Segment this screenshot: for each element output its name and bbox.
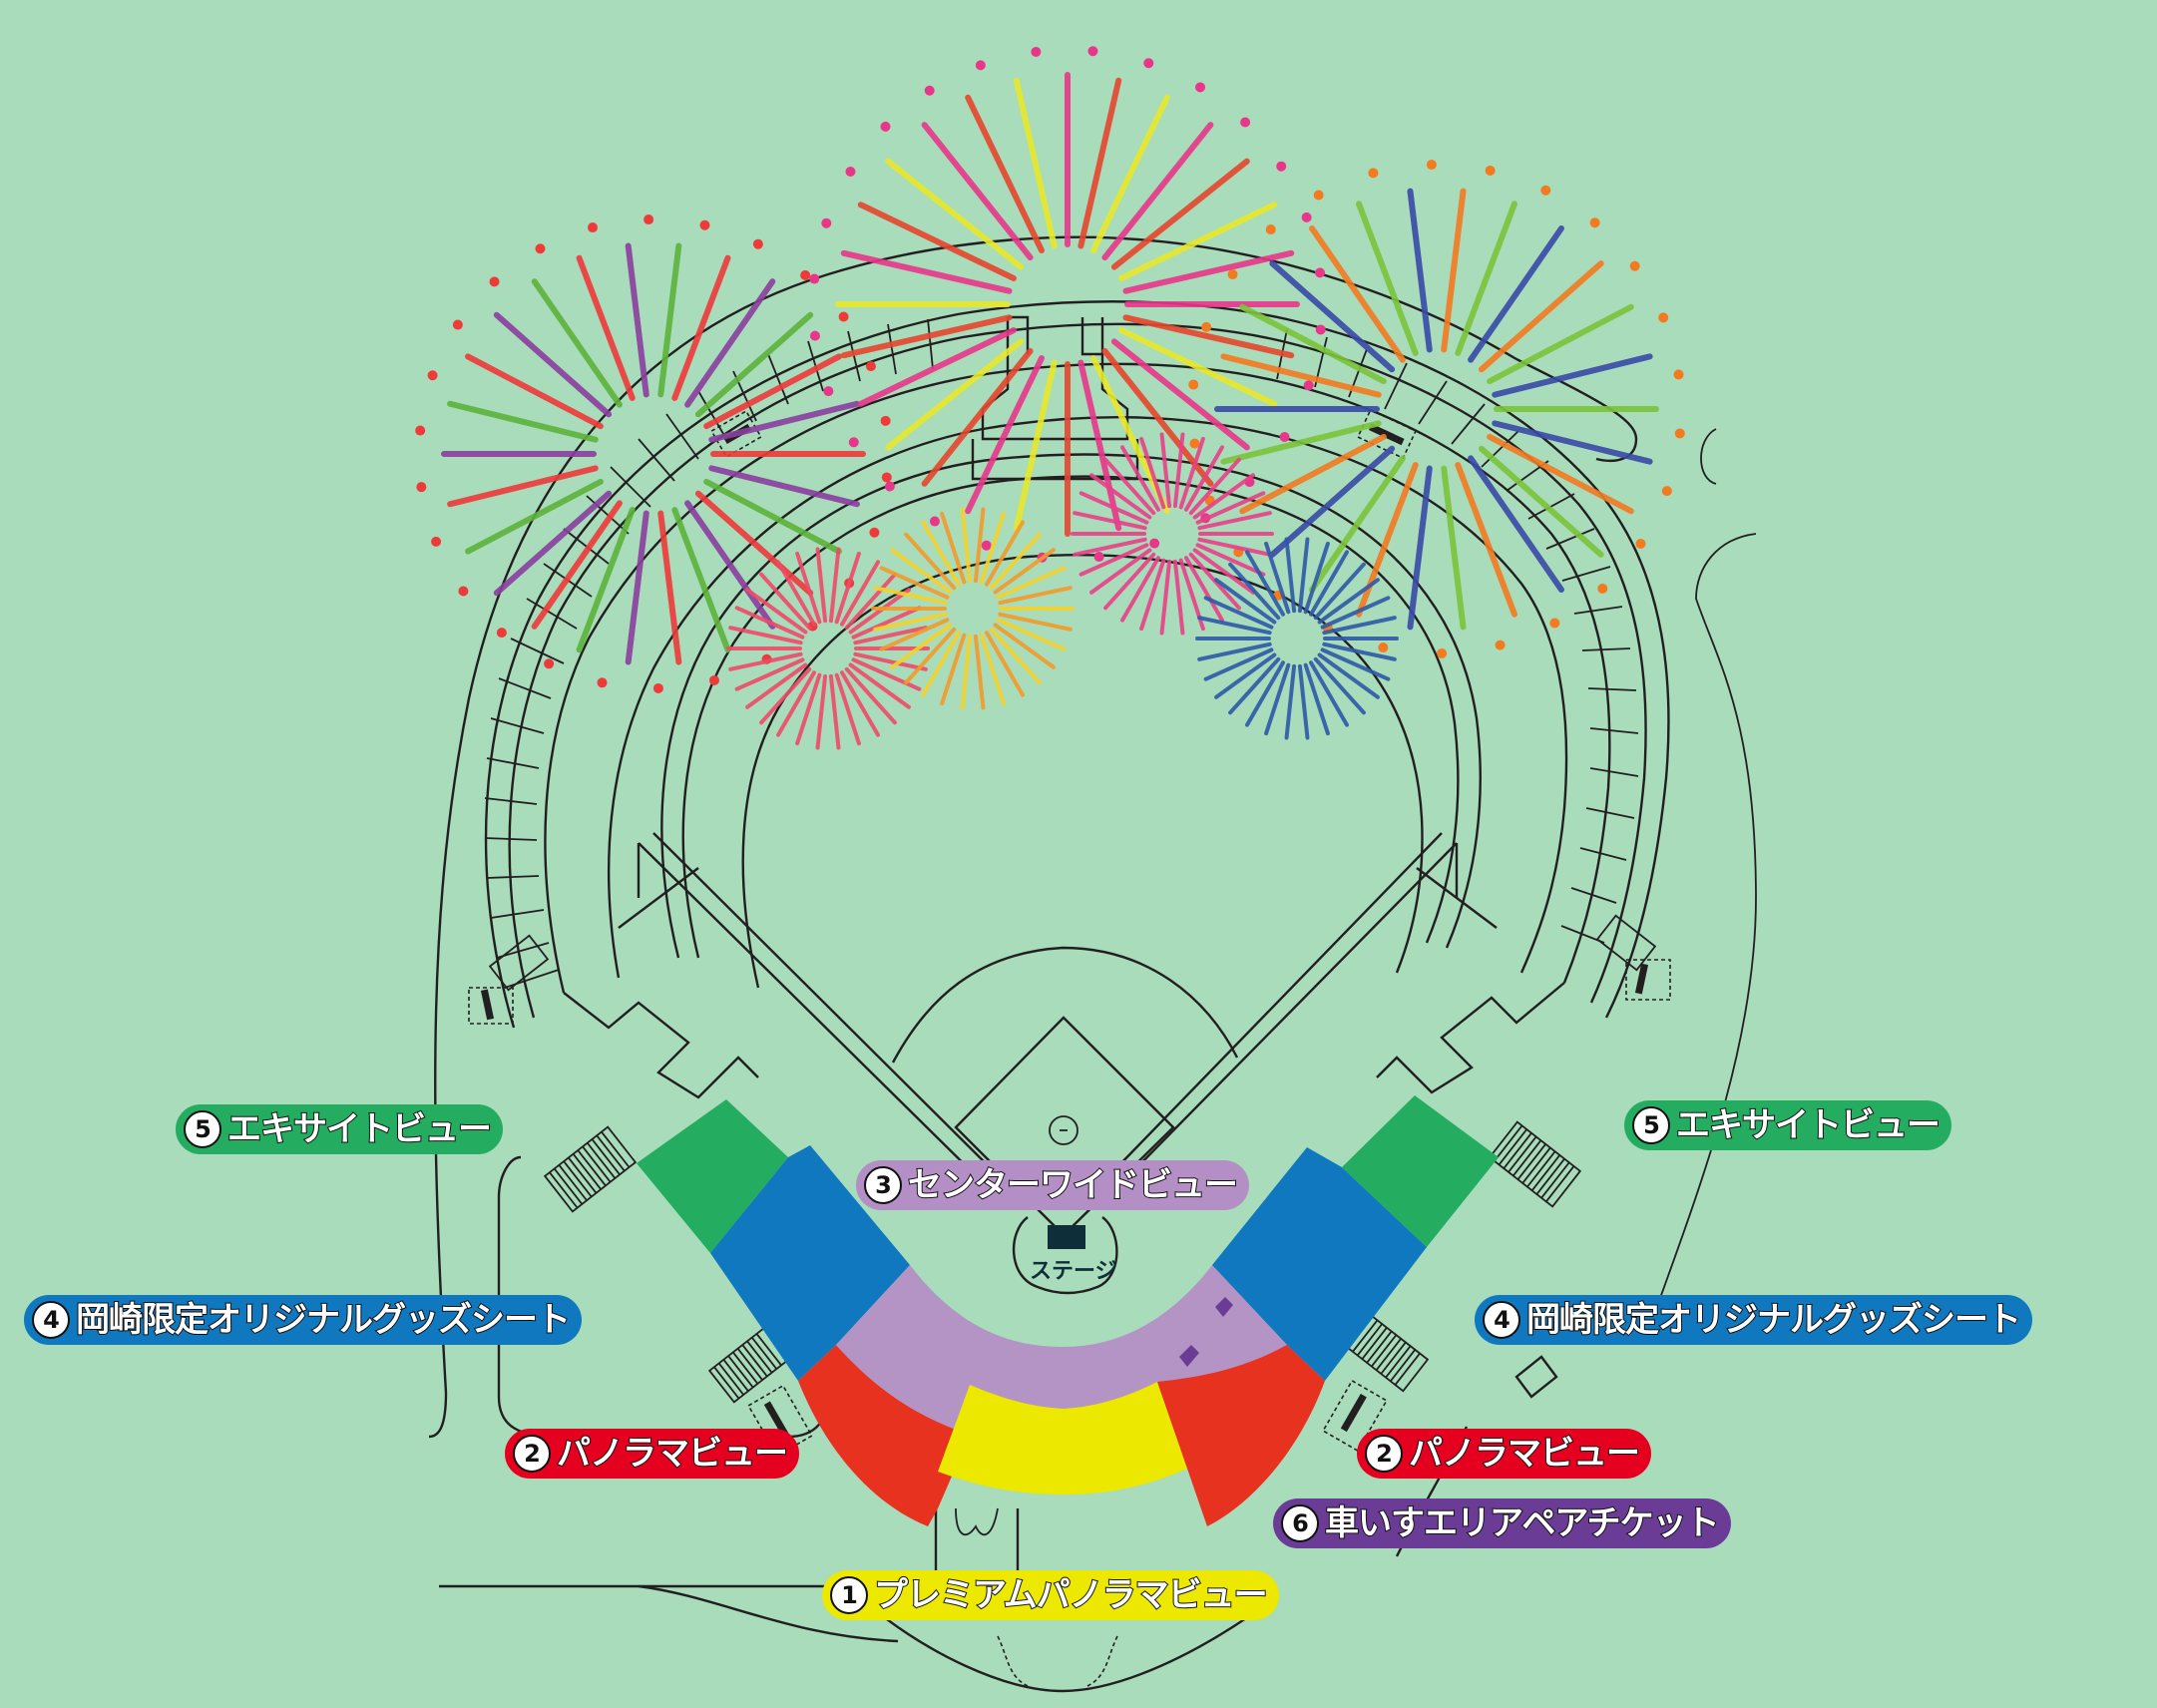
section-number-badge: 3 bbox=[864, 1166, 902, 1204]
section-5-left[interactable] bbox=[637, 1099, 788, 1253]
section-2-left[interactable] bbox=[798, 1345, 970, 1526]
section-number-badge: 6 bbox=[1281, 1504, 1319, 1542]
section-number-badge: 5 bbox=[1632, 1106, 1670, 1144]
label-center-wide-view: 3 センターワイドビュー bbox=[856, 1160, 1249, 1210]
firework-right-green-blue bbox=[1188, 160, 1685, 658]
section-number-badge: 4 bbox=[1483, 1301, 1520, 1339]
stage-marker bbox=[1048, 1225, 1085, 1249]
outer-stand-ring bbox=[468, 300, 1671, 1029]
section-4-right[interactable] bbox=[1212, 1147, 1427, 1381]
label-excite-view-left: 5 エキサイトビュー bbox=[176, 1104, 503, 1154]
firework-small-yellow bbox=[871, 507, 1075, 710]
section-2-right[interactable] bbox=[1157, 1345, 1325, 1526]
label-excite-view-right: 5 エキサイトビュー bbox=[1624, 1100, 1951, 1150]
label-panorama-view-right: 2 パノラマビュー bbox=[1357, 1429, 1651, 1479]
stage-label: ステージ bbox=[1030, 1259, 1117, 1284]
label-goods-seat-right: 4 岡崎限定オリジナルグッズシート bbox=[1475, 1295, 2032, 1345]
section-number-badge: 5 bbox=[184, 1110, 221, 1148]
firework-small-magenta bbox=[1071, 432, 1274, 636]
section-number-badge: 1 bbox=[830, 1576, 868, 1614]
section-4-left[interactable] bbox=[710, 1145, 910, 1381]
fireworks-layer bbox=[415, 46, 1685, 750]
inner-field-ring bbox=[660, 453, 1482, 989]
section-5-right[interactable] bbox=[1342, 1095, 1499, 1247]
label-premium-panorama-view: 1 プレミアムパノラマビュー bbox=[822, 1570, 1279, 1620]
section-number-badge: 2 bbox=[513, 1435, 551, 1473]
firework-small-pink bbox=[726, 547, 930, 750]
firework-left-red-green bbox=[415, 214, 892, 693]
section-number-badge: 4 bbox=[32, 1301, 70, 1339]
firework-top-pink-yellow bbox=[809, 46, 1326, 563]
label-panorama-view-left: 2 パノラマビュー bbox=[505, 1429, 799, 1479]
firework-small-blue bbox=[1195, 537, 1399, 740]
section-number-badge: 2 bbox=[1365, 1435, 1403, 1473]
label-wheelchair-pair-ticket: 6 車いすエリアペアチケット bbox=[1273, 1498, 1731, 1548]
section-1-premium[interactable] bbox=[938, 1382, 1187, 1494]
section-6-wheelchair[interactable] bbox=[1215, 1297, 1233, 1317]
seating-sections bbox=[637, 1095, 1499, 1526]
section-6-wheelchair[interactable] bbox=[1179, 1345, 1199, 1367]
label-goods-seat-left: 4 岡崎限定オリジナルグッズシート bbox=[24, 1295, 582, 1345]
